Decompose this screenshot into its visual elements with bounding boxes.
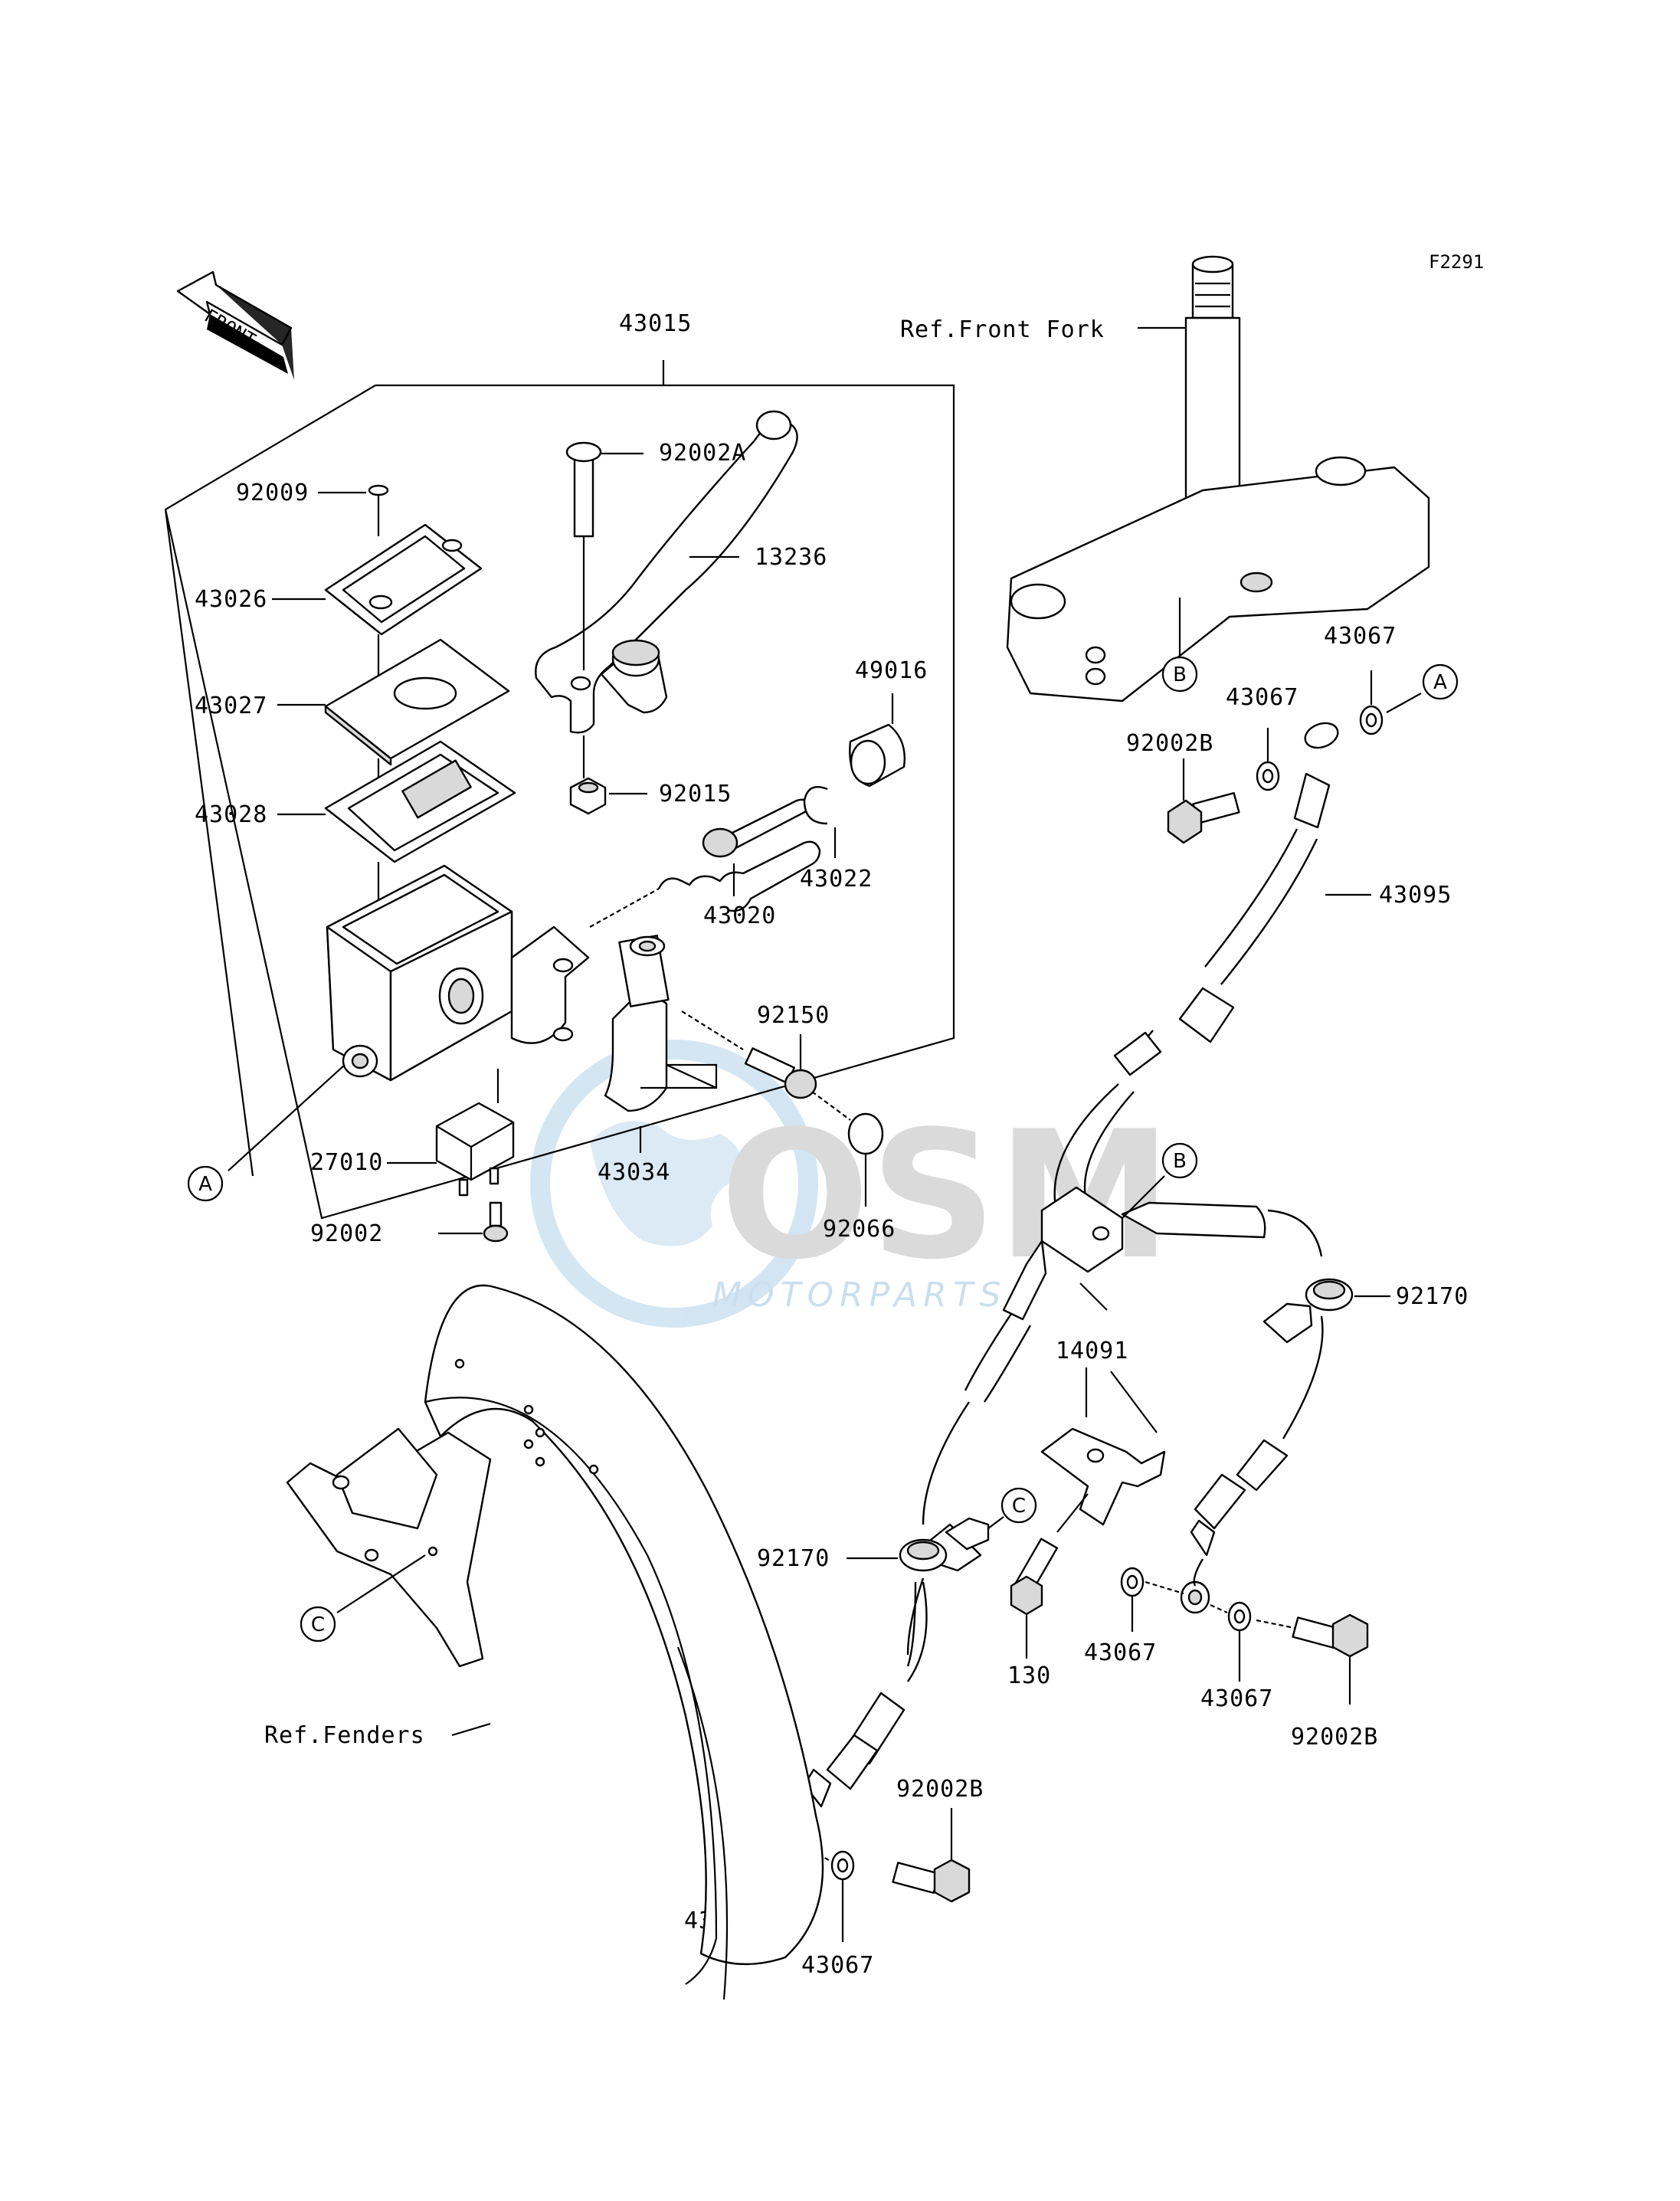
part-label-92150: 92150 [757, 1002, 830, 1029]
clamp-92170-right [1262, 1278, 1390, 1344]
washer-43067-top-left [1256, 728, 1280, 791]
part-label-43095: 43095 [1379, 882, 1452, 909]
bracket-14091 [1040, 1367, 1166, 1526]
ref-fenders-label: Ref.Fenders [264, 1722, 425, 1749]
svg-text:C: C [1012, 1495, 1026, 1518]
junction-block-14091 [964, 1175, 1323, 1403]
piston-43020 [589, 798, 821, 928]
washer-43067-top-right [1359, 670, 1422, 735]
watermark-brand: OSM [720, 1094, 1172, 1299]
part-label-43027: 43027 [195, 693, 267, 719]
washer-43067-mid-right [1210, 1601, 1252, 1682]
part-label-92066: 92066 [823, 1216, 896, 1243]
callout-b-top: B [1161, 656, 1198, 693]
nut-92015 [569, 735, 647, 815]
callout-a-right: A [1422, 663, 1459, 700]
part-label-27010: 27010 [310, 1149, 383, 1176]
screw-92009 [318, 484, 389, 536]
master-cylinder-body [326, 864, 590, 1082]
part-label-43026: 43026 [195, 586, 267, 613]
reservoir-cap-43026 [272, 523, 483, 682]
part-label-92015: 92015 [659, 781, 732, 807]
part-label-92002b-b: 92002B [1291, 1724, 1378, 1751]
part-label-92002b-c: 92002B [896, 1776, 984, 1803]
callout-a-left: A [187, 1165, 224, 1202]
svg-text:A: A [198, 1173, 212, 1196]
screw-92002 [438, 1201, 509, 1243]
part-label-92170-b: 92170 [757, 1545, 830, 1572]
callout-b-right: B [1161, 1142, 1198, 1179]
part-label-43067-c: 43067 [1084, 1639, 1157, 1666]
front-arrow-icon: FRONT [176, 270, 294, 380]
bolt-92150 [681, 1010, 817, 1099]
part-label-92170-a: 92170 [1396, 1283, 1469, 1310]
washer-43067-bottom-right [817, 1850, 855, 1942]
watermark-subtitle: MOTORPARTS [712, 1276, 1007, 1315]
holder-43034 [604, 935, 718, 1153]
part-label-43067-d: 43067 [1200, 1685, 1273, 1712]
watermark-globe-icon [530, 1040, 818, 1328]
bolt-92002b-bottom [892, 1808, 971, 1903]
callout-c-right: C [1000, 1487, 1037, 1524]
boot-49016 [849, 693, 905, 788]
part-label-13236: 13236 [755, 544, 827, 571]
clamp-92170-left [847, 1516, 1004, 1572]
part-label-92002a: 92002A [659, 440, 746, 467]
brake-switch-27010 [387, 1069, 515, 1197]
part-label-43020: 43020 [703, 902, 776, 929]
hose-43095 [1053, 722, 1371, 1215]
brake-lever-13236 [535, 410, 798, 734]
diaphragm-plate-43027 [277, 638, 510, 804]
circlip-43022 [803, 785, 837, 858]
steering-stem [1006, 255, 1430, 703]
part-label-92002b-a: 92002B [1126, 730, 1213, 757]
cap-92066 [811, 1091, 884, 1207]
part-label-43028: 43028 [195, 801, 267, 828]
part-label-92002: 92002 [310, 1220, 383, 1247]
part-label-14091: 14091 [1056, 1338, 1128, 1364]
watermark-continent-icon [590, 1121, 741, 1246]
part-label-43022: 43022 [800, 866, 873, 893]
bolt-92002b-right [1256, 1613, 1369, 1705]
part-label-43067-b: 43067 [1226, 684, 1298, 711]
part-label-49016: 49016 [855, 657, 928, 684]
svg-text:B: B [1173, 663, 1187, 686]
hose-right-lower [1180, 1315, 1324, 1614]
part-label-43067-a: 43067 [1324, 623, 1397, 650]
washer-43067-mid-left [1120, 1567, 1184, 1632]
svg-text:C: C [311, 1613, 325, 1636]
front-fender [286, 1284, 824, 2000]
assembly-43015-outline [164, 360, 955, 1220]
bolt-92002a [565, 441, 644, 670]
part-label-92009: 92009 [236, 480, 309, 506]
ref-front-fork-label: Ref.Front Fork [900, 316, 1105, 343]
part-label-43067-f: 43067 [801, 1952, 874, 1979]
part-label-43015: 43015 [619, 310, 692, 337]
svg-text:A: A [1433, 671, 1447, 694]
callout-c-left: C [300, 1606, 336, 1643]
part-label-43034: 43034 [598, 1159, 670, 1186]
figure-code: F2291 [1429, 251, 1484, 273]
part-label-130: 130 [1007, 1662, 1051, 1689]
svg-text:B: B [1173, 1150, 1187, 1173]
bolt-130 [1010, 1493, 1089, 1659]
bolt-92002b-top [1167, 758, 1240, 844]
